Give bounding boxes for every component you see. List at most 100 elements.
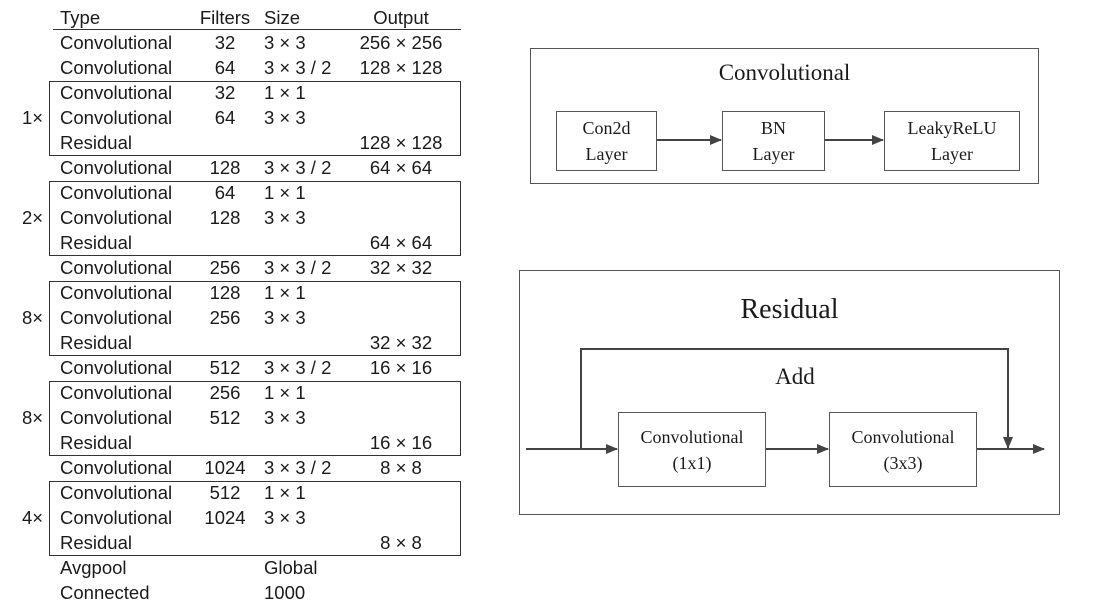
table-cell-filters: 32: [214, 82, 236, 103]
convolutional-diagram: [530, 48, 1039, 184]
residual-diagram-title: Residual: [740, 294, 839, 325]
table-cell-output: 128 × 128: [359, 57, 443, 78]
table-cell-size: 3 × 3 / 2: [264, 157, 332, 178]
architecture-table: Type Filters Size Output 1× 2× 8× 8× 4× …: [0, 0, 470, 603]
table-cell-output: 64 × 64: [369, 232, 433, 253]
node-label: (1x1): [672, 452, 712, 473]
residual-block-3: [49, 281, 461, 356]
header-rule: [53, 29, 461, 30]
table-cell-filters: 64: [214, 107, 236, 128]
table-cell-type: Convolutional: [60, 82, 173, 103]
table-cell-output: 8 × 8: [380, 457, 422, 478]
table-cell-output: 32 × 32: [369, 332, 433, 353]
table-cell-type: Convolutional: [60, 307, 173, 328]
table-cell-size: 3 × 3: [264, 507, 306, 528]
table-cell-type: Convolutional: [60, 507, 173, 528]
node-label: Convolutional: [851, 426, 955, 447]
block-multiplier: 8×: [22, 307, 44, 328]
conv2d-layer-node: Con2d Layer: [556, 111, 657, 171]
table-cell-size: 3 × 3: [264, 407, 306, 428]
table-cell-filters: 32: [214, 32, 236, 53]
node-label: BN: [760, 118, 786, 138]
conv-3x3-node: Convolutional (3x3): [829, 412, 977, 487]
table-cell-type: Connected: [60, 582, 150, 603]
table-cell-size: 1 × 1: [264, 282, 306, 303]
table-cell-output: 64 × 64: [369, 157, 433, 178]
table-cell-size: 1000: [264, 582, 306, 603]
block-multiplier: 8×: [22, 407, 44, 428]
table-cell-type: Convolutional: [60, 482, 173, 503]
table-cell-size: 3 × 3: [264, 207, 306, 228]
node-label: Layer: [931, 144, 973, 164]
table-cell-type: Residual: [60, 132, 132, 153]
header-type: Type: [60, 7, 101, 28]
table-cell-output: 16 × 16: [369, 432, 433, 453]
node-label: Layer: [585, 144, 628, 164]
table-cell-filters: 64: [214, 182, 236, 203]
table-cell-type: Residual: [60, 232, 132, 253]
table-cell-filters: 128: [209, 282, 241, 303]
node-label: Layer: [752, 144, 795, 164]
bn-layer-node: BN Layer: [722, 111, 825, 171]
residual-block-5: [49, 481, 461, 556]
header-size: Size: [264, 7, 300, 28]
leakyrelu-layer-node: LeakyReLU Layer: [884, 111, 1020, 171]
residual-block-4: [49, 381, 461, 456]
table-cell-filters: 1024: [204, 457, 246, 478]
table-cell-output: 8 × 8: [380, 532, 422, 553]
table-cell-size: 3 × 3 / 2: [264, 357, 332, 378]
node-label: Convolutional: [640, 426, 744, 447]
table-cell-size: 1 × 1: [264, 382, 306, 403]
table-cell-filters: 512: [209, 407, 241, 428]
table-cell-size: 3 × 3 / 2: [264, 257, 332, 278]
add-label: Add: [775, 364, 815, 389]
residual-block-2: [49, 181, 461, 256]
table-cell-output: 16 × 16: [369, 357, 433, 378]
residual-block-1: [49, 81, 461, 156]
table-cell-type: Convolutional: [60, 182, 173, 203]
table-cell-type: Convolutional: [60, 282, 173, 303]
table-cell-output: 32 × 32: [369, 257, 433, 278]
header-filters: Filters: [199, 7, 251, 28]
table-cell-filters: 64: [214, 57, 236, 78]
table-cell-type: Convolutional: [60, 257, 173, 278]
table-cell-filters: 128: [209, 157, 241, 178]
table-cell-type: Convolutional: [60, 357, 173, 378]
table-cell-size: 3 × 3: [264, 32, 306, 53]
table-cell-output: 256 × 256: [359, 32, 443, 53]
table-cell-output: 128 × 128: [359, 132, 443, 153]
table-cell-filters: 256: [209, 382, 241, 403]
table-cell-type: Convolutional: [60, 107, 173, 128]
table-cell-type: Convolutional: [60, 207, 173, 228]
table-cell-filters: 512: [209, 482, 241, 503]
node-label: Con2d: [582, 118, 631, 138]
block-multiplier: 2×: [22, 207, 44, 228]
table-cell-filters: 512: [209, 357, 241, 378]
skip-connection-arrow: [580, 348, 1013, 449]
table-cell-size: Global: [264, 557, 318, 578]
residual-diagram: [519, 270, 1060, 515]
table-cell-filters: 256: [209, 307, 241, 328]
table-cell-type: Avgpool: [60, 557, 127, 578]
table-cell-size: 1 × 1: [264, 82, 306, 103]
node-label: (3x3): [883, 452, 923, 473]
table-cell-type: Convolutional: [60, 57, 173, 78]
table-cell-type: Convolutional: [60, 382, 173, 403]
block-multiplier: 4×: [22, 507, 44, 528]
table-cell-filters: 1024: [204, 507, 246, 528]
table-cell-size: 1 × 1: [264, 482, 306, 503]
table-cell-type: Convolutional: [60, 457, 173, 478]
table-cell-size: 3 × 3 / 2: [264, 457, 332, 478]
table-cell-filters: 128: [209, 207, 241, 228]
table-cell-type: Residual: [60, 532, 132, 553]
table-cell-size: 3 × 3: [264, 307, 306, 328]
header-output: Output: [373, 7, 429, 28]
node-label: LeakyReLU: [907, 118, 997, 138]
table-cell-type: Convolutional: [60, 407, 173, 428]
block-multiplier: 1×: [22, 107, 44, 128]
table-cell-type: Residual: [60, 332, 132, 353]
table-cell-size: 1 × 1: [264, 182, 306, 203]
convolutional-diagram-title: Convolutional: [718, 60, 851, 85]
table-cell-size: 3 × 3 / 2: [264, 57, 332, 78]
